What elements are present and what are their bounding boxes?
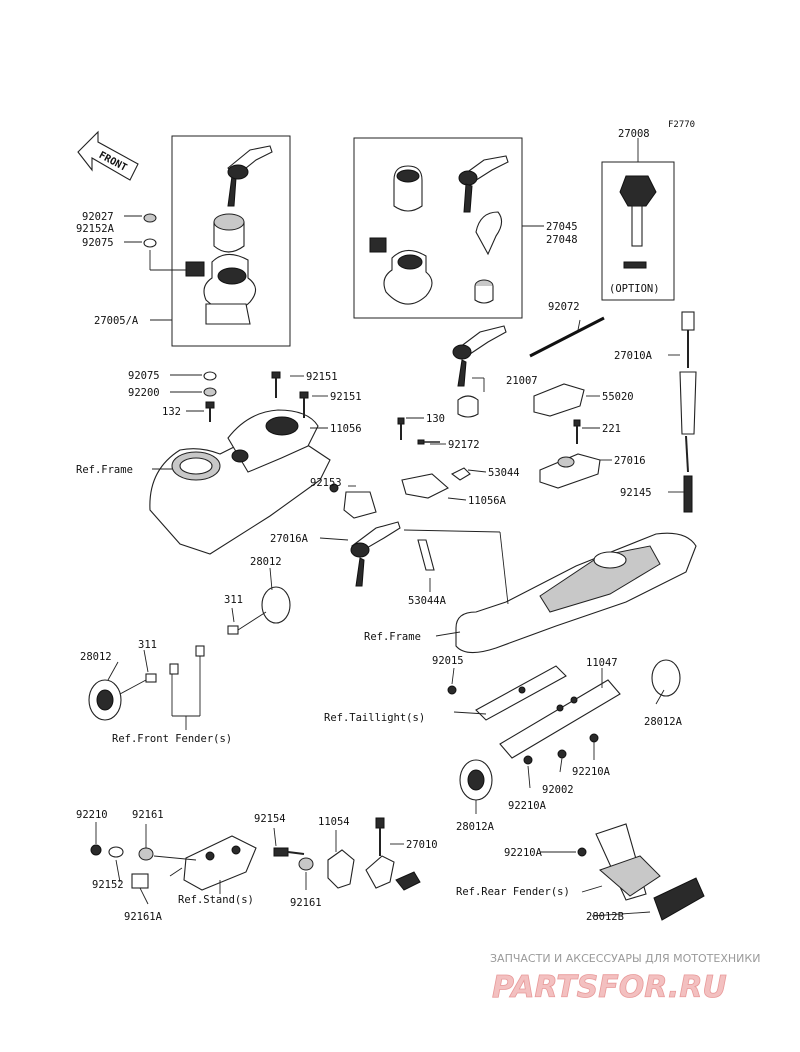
- ignition-keys-1: [227, 145, 273, 207]
- lock-set-box: [353, 137, 523, 319]
- label-11056: 11056: [330, 423, 362, 435]
- label-92015: 92015: [432, 655, 464, 667]
- label-28012-lower: 28012: [80, 651, 112, 663]
- label-92072: 92072: [548, 301, 580, 313]
- label-11047: 11047: [586, 657, 618, 669]
- watermark-subtitle: ЗАПЧАСТИ И АКСЕССУАРЫ ДЛЯ МОТОТЕХНИКИ: [490, 952, 760, 965]
- part-labels: 27008 92027 92152A 92075 27045 27048 270…: [76, 128, 683, 923]
- label-ref-frame-2: Ref.Frame: [364, 631, 421, 643]
- label-28012B: 28012B: [586, 911, 624, 923]
- label-27048: 27048: [546, 234, 578, 246]
- label-53044: 53044: [488, 467, 520, 479]
- label-55020: 55020: [602, 391, 634, 403]
- label-27005A: 27005/A: [94, 315, 139, 327]
- label-92075-top: 92075: [82, 237, 114, 249]
- caps-28012A: [459, 659, 681, 801]
- label-92161-top: 92161: [132, 809, 164, 821]
- label-92200: 92200: [128, 387, 160, 399]
- option-key: [619, 175, 657, 269]
- front-frame-assembly: [149, 409, 331, 555]
- stand-switch-area: [90, 817, 421, 891]
- cap-28012-upper: [227, 586, 291, 635]
- ignition-switch-1: [185, 253, 257, 325]
- cap-28012-lower: [88, 645, 205, 721]
- watermark-logo: PARTSFOR.RU: [492, 970, 727, 1005]
- rear-frame: [455, 532, 697, 654]
- rear-fender: [577, 823, 661, 901]
- option-label: (OPTION): [609, 283, 660, 295]
- lock-set-parts: [369, 155, 509, 305]
- label-21007: 21007: [506, 375, 538, 387]
- label-311-upper: 311: [224, 594, 243, 606]
- label-53044A: 53044A: [408, 595, 447, 607]
- label-92210A-lower: 92210A: [504, 847, 543, 859]
- cable-53044A: [417, 539, 435, 571]
- taillight-bracket-11047: [447, 665, 621, 765]
- label-92210A-mid: 92210A: [508, 800, 547, 812]
- label-92145: 92145: [620, 487, 652, 499]
- label-92027: 92027: [82, 211, 114, 223]
- label-ref-frame-1: Ref.Frame: [76, 464, 133, 476]
- label-92161A: 92161A: [124, 911, 163, 923]
- label-92152A: 92152A: [76, 223, 115, 235]
- label-ref-rear-fender: Ref.Rear Fender(s): [456, 886, 570, 898]
- label-92075-mid: 92075: [128, 370, 160, 382]
- label-92210: 92210: [76, 809, 108, 821]
- label-92153: 92153: [310, 477, 342, 489]
- label-311-lower: 311: [138, 639, 157, 651]
- label-ref-front-fender: Ref.Front Fender(s): [112, 733, 232, 745]
- label-92210A-upper: 92210A: [572, 766, 611, 778]
- front-arrow: FRONT: [77, 130, 139, 181]
- tie-band: [529, 316, 605, 358]
- label-11056A: 11056A: [468, 495, 507, 507]
- washers-92075-92200-132: [203, 371, 217, 422]
- lock-cylinder-1: [213, 213, 245, 253]
- diagram-code: F2770: [668, 120, 695, 130]
- washer-92027: [143, 213, 157, 248]
- label-92152: 92152: [92, 879, 124, 891]
- bracket-11056A: [329, 417, 471, 519]
- label-92151-a: 92151: [306, 371, 338, 383]
- label-ref-taillight: Ref.Taillight(s): [324, 712, 425, 724]
- ignition-set-box: [171, 135, 291, 347]
- switch-27010A: [679, 311, 697, 513]
- label-92151-b: 92151: [330, 391, 362, 403]
- label-27016A: 27016A: [270, 533, 309, 545]
- label-28012-upper: 28012: [250, 556, 282, 568]
- label-132: 132: [162, 406, 181, 418]
- label-92154: 92154: [254, 813, 286, 825]
- label-28012A-left: 28012A: [456, 821, 495, 833]
- label-92161-bottom: 92161: [290, 897, 322, 909]
- label-27016: 27016: [614, 455, 646, 467]
- label-130: 130: [426, 413, 445, 425]
- bolts-92151: [271, 371, 309, 418]
- label-92172: 92172: [448, 439, 480, 451]
- reflector-28012B: [653, 877, 705, 921]
- label-221: 221: [602, 423, 621, 435]
- label-92002: 92002: [542, 784, 574, 796]
- seat-lock-55020: [533, 383, 601, 489]
- label-27008: 27008: [618, 128, 650, 140]
- label-27010A: 27010A: [614, 350, 653, 362]
- keys-27016A: [350, 521, 401, 587]
- label-ref-stand: Ref.Stand(s): [178, 894, 254, 906]
- leader-lines: [95, 215, 684, 917]
- seat-lock-keys: [452, 325, 507, 418]
- label-27045: 27045: [546, 221, 578, 233]
- label-11054: 11054: [318, 816, 350, 828]
- label-28012A-right: 28012A: [644, 716, 683, 728]
- label-27010: 27010: [406, 839, 438, 851]
